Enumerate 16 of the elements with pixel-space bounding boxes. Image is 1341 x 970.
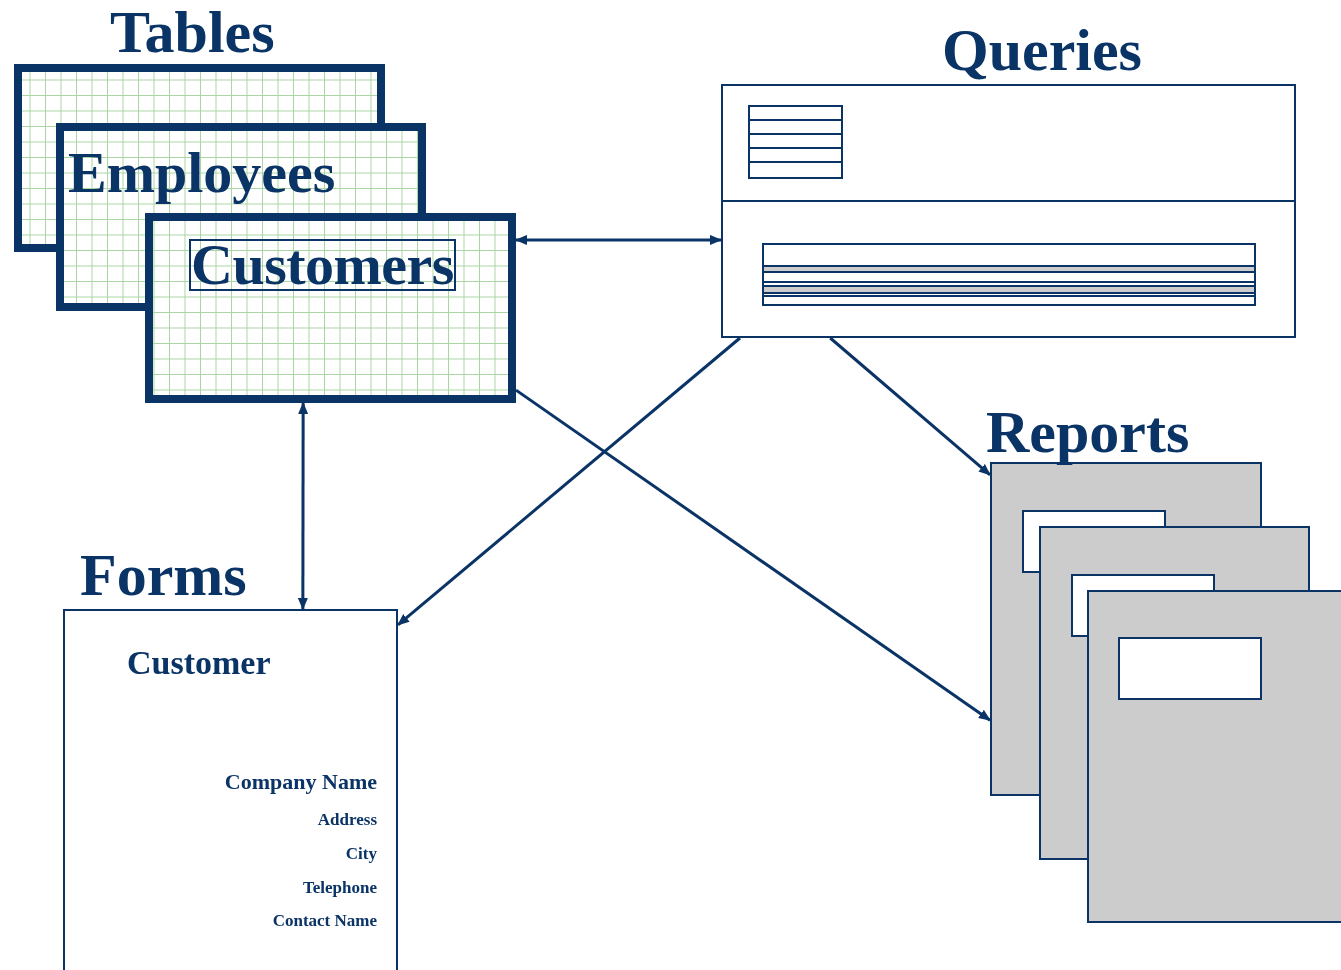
field-label: Telephone bbox=[303, 879, 377, 896]
table-name: Employees bbox=[68, 144, 336, 202]
arrow bbox=[829, 336, 991, 477]
field-label: Address bbox=[317, 811, 377, 828]
section-heading: Queries bbox=[942, 20, 1142, 80]
field-label: City bbox=[345, 845, 377, 862]
form-title: Customer bbox=[127, 646, 271, 680]
field-label: Company Name bbox=[224, 771, 377, 793]
double-arrow bbox=[515, 234, 722, 245]
section-heading: Forms bbox=[80, 545, 247, 605]
section-heading: Tables bbox=[110, 2, 275, 62]
double-arrow bbox=[297, 402, 309, 610]
arrow bbox=[515, 388, 991, 722]
field-label: Contact Name bbox=[272, 912, 377, 929]
arrow bbox=[397, 336, 741, 627]
table-name: Customers bbox=[189, 239, 456, 291]
